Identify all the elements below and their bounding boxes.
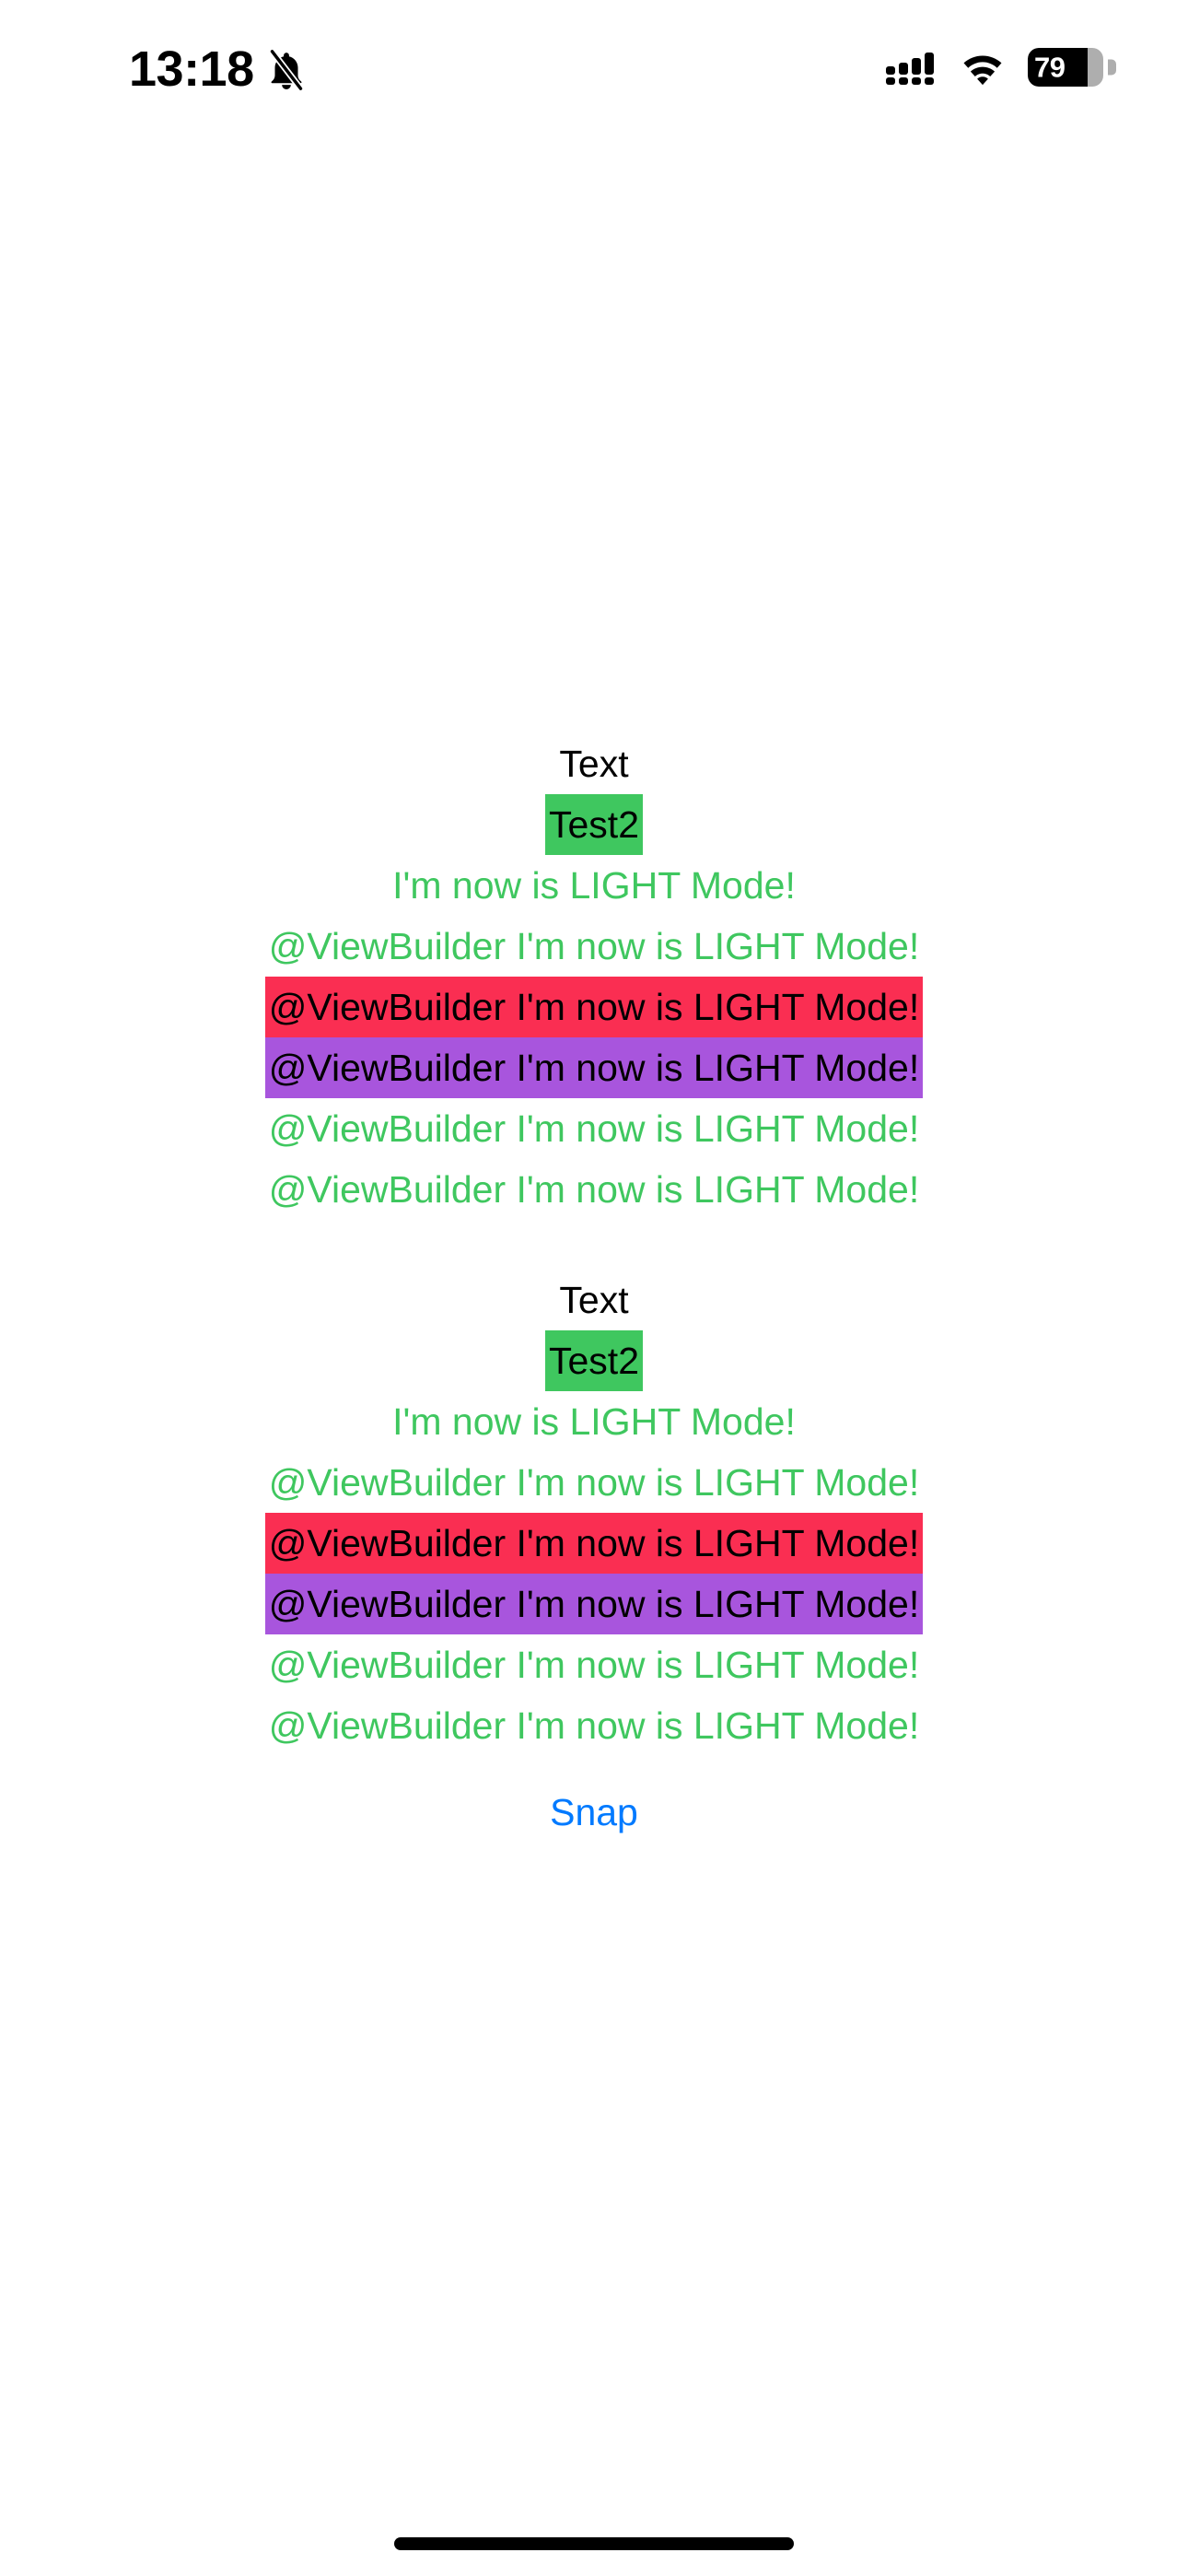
row-text-title: Text (559, 743, 629, 785)
battery-nub (1108, 59, 1116, 76)
wifi-icon (958, 49, 1007, 86)
row-viewbuilder-green-3: @ViewBuilder I'm now is LIGHT Mode! (268, 1704, 920, 1747)
status-bar-left: 13:18 (129, 44, 306, 94)
row-light-mode: I'm now is LIGHT Mode! (392, 1400, 796, 1443)
row-viewbuilder-green-2: @ViewBuilder I'm now is LIGHT Mode! (268, 1107, 920, 1150)
row-test2-chip: Test2 (545, 1330, 643, 1391)
bell-slash-icon (267, 48, 306, 92)
cellular-signal-icon (884, 49, 938, 86)
row-light-mode: I'm now is LIGHT Mode! (392, 864, 796, 907)
row-viewbuilder-green-1: @ViewBuilder I'm now is LIGHT Mode! (268, 925, 920, 967)
text-block: Text Test2 I'm now is LIGHT Mode! @ViewB… (0, 733, 1188, 1220)
text-block: Text Test2 I'm now is LIGHT Mode! @ViewB… (0, 1270, 1188, 1756)
home-indicator[interactable] (394, 2537, 794, 2550)
row-viewbuilder-red: @ViewBuilder I'm now is LIGHT Mode! (264, 977, 924, 1037)
row-viewbuilder-green-2: @ViewBuilder I'm now is LIGHT Mode! (268, 1644, 920, 1686)
row-viewbuilder-purple: @ViewBuilder I'm now is LIGHT Mode! (264, 1574, 924, 1634)
status-bar-clock: 13:18 (129, 41, 254, 97)
snap-button[interactable]: Snap (550, 1782, 638, 1843)
battery-percent-label: 79 (1034, 51, 1066, 84)
text-stack: Text Test2 I'm now is LIGHT Mode! @ViewB… (0, 733, 1188, 1843)
row-viewbuilder-purple: @ViewBuilder I'm now is LIGHT Mode! (264, 1037, 924, 1098)
battery-body: 79 (1028, 48, 1103, 87)
row-viewbuilder-green-1: @ViewBuilder I'm now is LIGHT Mode! (268, 1461, 920, 1504)
row-test2-chip: Test2 (545, 794, 643, 855)
row-text-title: Text (559, 1279, 629, 1321)
status-bar-right: 79 (884, 48, 1116, 87)
row-viewbuilder-green-3: @ViewBuilder I'm now is LIGHT Mode! (268, 1168, 920, 1211)
status-bar: 13:18 (0, 0, 1188, 138)
row-viewbuilder-red: @ViewBuilder I'm now is LIGHT Mode! (264, 1513, 924, 1574)
battery-fill (1028, 48, 1088, 87)
battery-icon: 79 (1028, 48, 1116, 87)
